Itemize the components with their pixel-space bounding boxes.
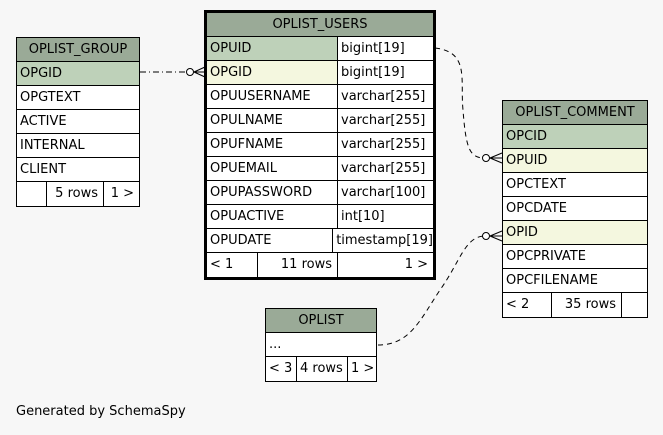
column-name: OPUACTIVE <box>210 209 285 224</box>
row-count: 35 rows <box>551 293 621 317</box>
column-name: OPGID <box>20 66 62 81</box>
column-row[interactable]: OPUID <box>503 149 647 173</box>
column-name: OPUUSERNAME <box>210 89 311 104</box>
column-row[interactable]: OPCPRIVATE <box>503 245 647 269</box>
parents-count[interactable]: < 3 <box>269 361 293 376</box>
table-oplist-users[interactable]: OPLIST_USERS OPUID bigint[19] OPGID bigi… <box>204 10 436 280</box>
column-row[interactable]: OPGTEXT <box>17 86 139 110</box>
column-type: bigint[19] <box>337 37 433 60</box>
column-row[interactable]: INTERNAL <box>17 134 139 158</box>
table-header[interactable]: OPLIST_GROUP <box>17 38 139 62</box>
column-row[interactable]: OPULNAME varchar[255] <box>207 109 433 133</box>
parents-count[interactable]: < 2 <box>506 297 530 312</box>
column-row[interactable]: OPUUSERNAME varchar[255] <box>207 85 433 109</box>
column-row[interactable]: OPUDATE timestamp[19] <box>207 229 433 253</box>
column-name: INTERNAL <box>20 138 85 153</box>
column-type: varchar[255] <box>337 133 433 156</box>
children-count[interactable]: 1 > <box>347 357 376 381</box>
column-type: varchar[255] <box>337 157 433 180</box>
column-name: CLIENT <box>20 162 67 177</box>
column-row[interactable]: OPGID bigint[19] <box>207 61 433 85</box>
relation-oplist-comment <box>377 230 503 346</box>
column-name: OPCPRIVATE <box>506 249 586 264</box>
column-row[interactable]: OPID <box>503 221 647 245</box>
column-row[interactable]: OPUACTIVE int[10] <box>207 205 433 229</box>
column-name: OPULNAME <box>210 113 283 128</box>
table-header[interactable]: OPLIST <box>266 309 376 333</box>
column-name: OPUPASSWORD <box>210 185 313 200</box>
children-count[interactable]: 1 > <box>103 182 139 206</box>
column-row[interactable]: OPUFNAME varchar[255] <box>207 133 433 157</box>
column-row[interactable]: OPCTEXT <box>503 173 647 197</box>
column-row[interactable]: OPGID <box>17 62 139 86</box>
column-type: varchar[255] <box>337 109 433 132</box>
children-count[interactable] <box>621 293 647 317</box>
column-name: OPCTEXT <box>506 177 566 192</box>
children-count[interactable]: 1 > <box>337 253 433 277</box>
table-header[interactable]: OPLIST_COMMENT <box>503 101 647 125</box>
row-count: 11 rows <box>257 253 337 277</box>
column-row[interactable]: ACTIVE <box>17 110 139 134</box>
column-row[interactable]: OPUPASSWORD varchar[100] <box>207 181 433 205</box>
column-name: OPUDATE <box>210 233 272 248</box>
table-footer: < 1 11 rows 1 > <box>207 253 433 277</box>
column-name: OPCID <box>506 129 547 144</box>
column-type: varchar[255] <box>337 85 433 108</box>
column-row[interactable]: CLIENT <box>17 158 139 182</box>
column-type: varchar[100] <box>337 181 433 204</box>
column-row[interactable]: OPUID bigint[19] <box>207 37 433 61</box>
column-row[interactable]: OPCID <box>503 125 647 149</box>
table-footer: < 2 35 rows <box>503 293 647 317</box>
column-name: OPGTEXT <box>20 90 81 105</box>
table-oplist[interactable]: OPLIST ... < 3 4 rows 1 > <box>265 308 377 382</box>
column-name: OPUFNAME <box>210 137 284 152</box>
column-name: OPUID <box>207 37 337 60</box>
table-footer: < 3 4 rows 1 > <box>266 357 376 381</box>
column-row[interactable]: OPUEMAIL varchar[255] <box>207 157 433 181</box>
table-header[interactable]: OPLIST_USERS <box>207 13 433 37</box>
relation-group-users <box>140 66 206 78</box>
table-footer: 5 rows 1 > <box>17 182 139 206</box>
generated-by-note: Generated by SchemaSpy <box>16 404 186 419</box>
column-row[interactable]: ... <box>266 333 376 357</box>
column-row[interactable]: OPCDATE <box>503 197 647 221</box>
parents-count[interactable] <box>17 182 46 206</box>
column-name: OPCFILENAME <box>506 273 598 288</box>
column-name: OPGID <box>207 61 337 84</box>
column-row[interactable]: OPCFILENAME <box>503 269 647 293</box>
column-name: ACTIVE <box>20 114 67 129</box>
table-oplist-group[interactable]: OPLIST_GROUP OPGID OPGTEXT ACTIVE INTERN… <box>16 37 140 207</box>
column-type: timestamp[19] <box>332 229 433 252</box>
row-count: 5 rows <box>46 182 103 206</box>
parents-count[interactable]: < 1 <box>210 257 234 272</box>
column-name: OPUID <box>506 153 548 168</box>
column-name: OPCDATE <box>506 201 567 216</box>
column-name: OPUEMAIL <box>210 161 277 176</box>
column-type: int[10] <box>337 205 433 228</box>
column-type: bigint[19] <box>337 61 433 84</box>
column-name: OPID <box>506 225 538 240</box>
row-count: 4 rows <box>296 357 347 381</box>
column-name: ... <box>269 337 282 352</box>
relation-users-comment <box>434 47 503 164</box>
table-oplist-comment[interactable]: OPLIST_COMMENT OPCID OPUID OPCTEXT OPCDA… <box>502 100 648 318</box>
